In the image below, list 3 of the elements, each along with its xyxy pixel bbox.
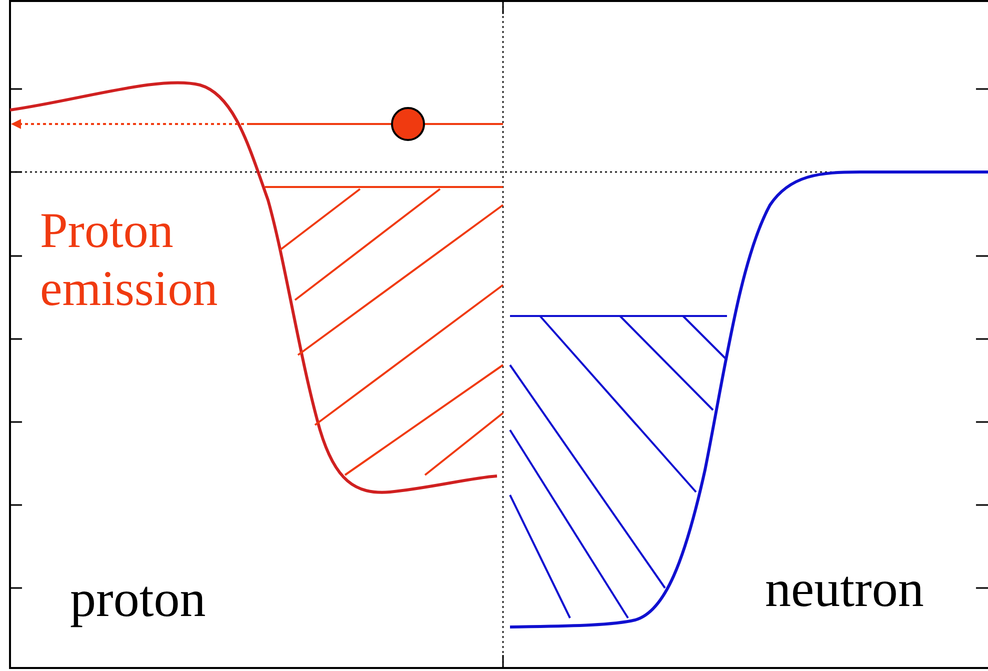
curve-label: proton — [70, 570, 206, 630]
annotation-label: Proton emission — [40, 202, 219, 317]
curve-label: neutron — [765, 560, 924, 620]
